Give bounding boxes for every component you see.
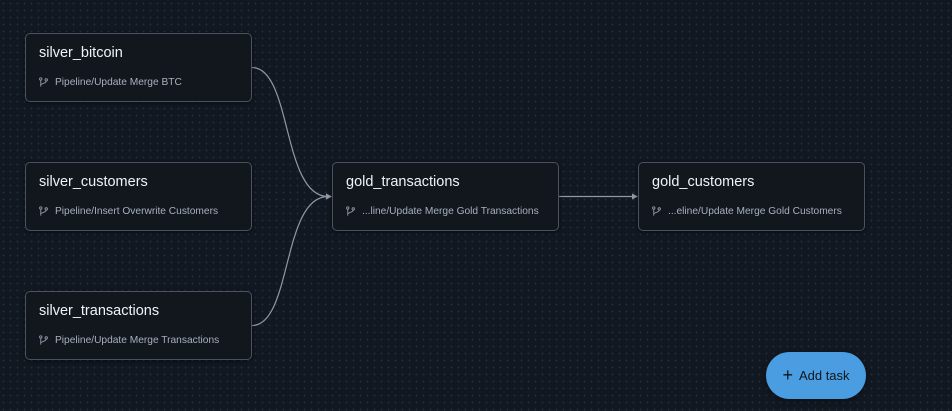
task-node-silver-bitcoin[interactable]: silver_bitcoin Pipeline/Update Merge BTC	[25, 33, 252, 102]
branch-icon	[39, 77, 48, 87]
task-pipeline: ...eline/Update Merge Gold Customers	[651, 206, 842, 217]
task-title: gold_transactions	[346, 174, 460, 190]
branch-icon	[39, 335, 48, 345]
task-pipeline: ...line/Update Merge Gold Transactions	[345, 206, 539, 217]
task-node-silver-transactions[interactable]: silver_transactions Pipeline/Update Merg…	[25, 291, 252, 360]
task-node-gold-transactions[interactable]: gold_transactions ...line/Update Merge G…	[332, 162, 559, 231]
task-pipeline-label: ...eline/Update Merge Gold Customers	[668, 206, 842, 217]
edge-silver_bitcoin-to-gold_transactions	[251, 66, 329, 198]
branch-icon	[346, 206, 355, 216]
task-pipeline: Pipeline/Update Merge BTC	[38, 77, 182, 88]
plus-icon: +	[782, 364, 793, 385]
edge-silver_transactions-to-gold_transactions	[251, 195, 329, 327]
edge-arrowhead	[632, 193, 638, 200]
add-task-label: Add task	[798, 368, 850, 383]
task-title: silver_transactions	[39, 303, 160, 319]
branch-icon	[652, 206, 661, 216]
task-title: gold_customers	[652, 174, 755, 190]
edge-arrowhead	[326, 193, 332, 200]
add-task-button[interactable]: + Add task	[766, 352, 866, 399]
task-title: silver_customers	[39, 174, 148, 190]
task-pipeline: Pipeline/Insert Overwrite Customers	[38, 206, 218, 217]
task-pipeline-label: Pipeline/Update Merge BTC	[55, 77, 182, 88]
task-node-silver-customers[interactable]: silver_customers Pipeline/Insert Overwri…	[25, 162, 252, 231]
task-pipeline-label: Pipeline/Update Merge Transactions	[55, 335, 220, 346]
branch-icon	[39, 206, 48, 216]
task-title: silver_bitcoin	[39, 45, 123, 61]
task-pipeline: Pipeline/Update Merge Transactions	[38, 335, 219, 346]
task-pipeline-label: ...line/Update Merge Gold Transactions	[362, 206, 539, 217]
task-node-gold-customers[interactable]: gold_customers ...eline/Update Merge Gol…	[638, 162, 865, 231]
task-pipeline-label: Pipeline/Insert Overwrite Customers	[55, 206, 219, 217]
